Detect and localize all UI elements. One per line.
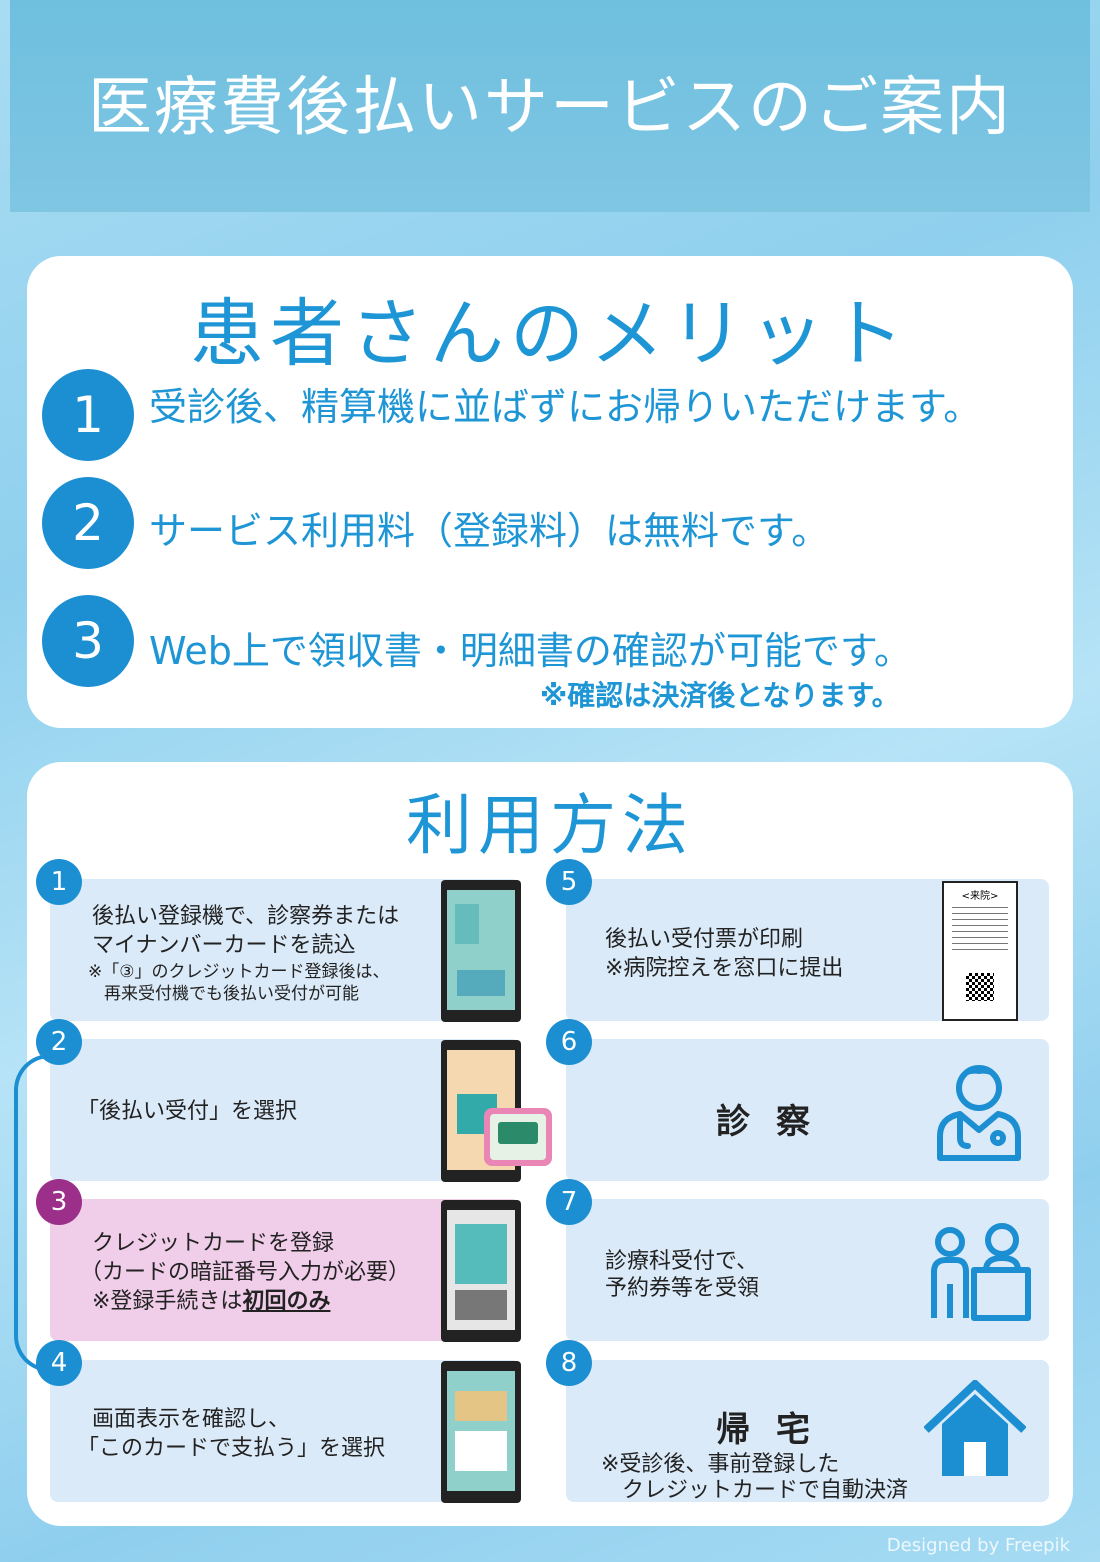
step-5-number: 5 <box>546 859 592 905</box>
kiosk-screen-image-4 <box>441 1361 521 1503</box>
merit-number-3: 3 <box>42 595 134 687</box>
step-3-line3-emphasis: 初回のみ <box>242 1289 331 1314</box>
step-1-line1: 後払い登録機で、診察券または <box>92 904 400 929</box>
step-6-label: 診察 <box>716 1102 836 1142</box>
receipt-image: <来院> <box>942 881 1018 1021</box>
receipt-title: <来院> <box>961 891 999 902</box>
merit-number-1: 1 <box>42 369 134 461</box>
step-7-line2: 予約券等を受領 <box>605 1276 760 1301</box>
title-band <box>10 0 1090 212</box>
usage-heading: 利用方法 <box>406 787 694 864</box>
step-8-line1: ※受診後、事前登録した <box>601 1452 840 1477</box>
step-5-line2: ※病院控えを窓口に提出 <box>605 956 844 981</box>
step-5-line1: 後払い受付票が印刷 <box>605 927 804 952</box>
step-3-line3: ※登録手続きは初回のみ <box>92 1288 330 1316</box>
merit-number-2: 2 <box>42 477 134 569</box>
step-4-line1: 画面表示を確認し、 <box>92 1407 291 1432</box>
doctor-icon <box>937 1065 1021 1161</box>
step-1-number: 1 <box>36 859 82 905</box>
step-8-line2: クレジットカードで自動決済 <box>622 1478 909 1503</box>
merit-text-2: サービス利用料（登録料）は無料です。 <box>149 509 830 553</box>
merit-text-1: 受診後、精算機に並ばずにお帰りいただけます。 <box>149 385 982 429</box>
freepik-credit: Designed by Freepik <box>886 1535 1070 1556</box>
step-2-number: 2 <box>36 1019 82 1065</box>
house-icon <box>924 1380 1026 1476</box>
step-4-line2: 「このカードで支払う」を選択 <box>77 1436 386 1461</box>
merit-note: ※確認は決済後となります。 <box>540 679 900 712</box>
step-8-label: 帰宅 <box>716 1410 836 1450</box>
step-3-line1: クレジットカードを登録 <box>92 1231 335 1256</box>
step-3-line3-prefix: ※登録手続きは <box>92 1289 243 1314</box>
step-4-number: 4 <box>36 1340 82 1386</box>
step-7-line1: 診療科受付で、 <box>605 1249 759 1274</box>
merits-heading: 患者さんのメリット <box>190 291 910 377</box>
merit-text-3: Web上で領収書・明細書の確認が可能です。 <box>149 629 913 673</box>
step-3-number: 3 <box>36 1179 82 1225</box>
step-1-note1: ※「③」のクレジットカード登録後は、 <box>88 962 390 982</box>
reception-desk-icon <box>931 1223 1031 1321</box>
merits-card: 患者さんのメリット 1 受診後、精算機に並ばずにお帰りいただけます。 2 サービ… <box>27 256 1073 728</box>
step-2-line1: 「後払い受付」を選択 <box>77 1099 298 1124</box>
step-3-line2: （カードの暗証番号入力が必要） <box>80 1260 411 1285</box>
step-7-number: 7 <box>546 1179 592 1225</box>
page-title: 医療費後払いサービスのご案内 <box>88 71 1012 145</box>
step-1-note2: 再来受付機でも後払い受付が可能 <box>104 984 359 1004</box>
kiosk-screen-image-3 <box>441 1200 521 1342</box>
step-6-number: 6 <box>546 1019 592 1065</box>
step-1-line2: マイナンバーカードを読込 <box>92 933 356 958</box>
kiosk-screen-image-1 <box>441 880 521 1022</box>
step-8-number: 8 <box>546 1340 592 1386</box>
highlight-button-graphic <box>484 1108 552 1166</box>
